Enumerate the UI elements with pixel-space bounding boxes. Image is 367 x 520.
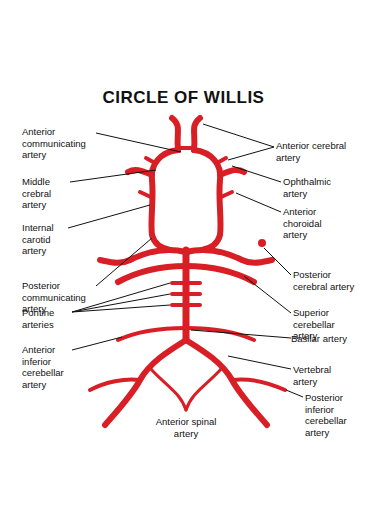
artery-label: Posterior cerebral artery [293,269,355,292]
arteries [90,118,285,425]
artery [220,170,244,175]
artery-label: Posterior inferior cerebellar artery [305,392,363,438]
artery [146,158,155,163]
artery-label: Anterior inferior cerebellar artery [22,344,80,390]
leader-line [96,133,181,152]
artery [172,118,178,150]
artery-label: Anterior communicating artery [22,126,94,161]
artery [118,328,186,340]
leader-lines [68,124,303,397]
artery-label: Basilar artery [291,333,363,345]
diagram-title: CIRCLE OF WILLIS [0,88,367,108]
artery [194,150,221,250]
artery [217,158,226,163]
artery [140,192,153,198]
artery-label: Middle crebral artery [22,176,70,211]
artery-label: Anterior choroidal artery [283,206,341,241]
leader-line [203,124,274,147]
artery [118,266,186,282]
leader-line [72,337,122,350]
artery [100,250,186,263]
leader-line [264,248,291,275]
leader-line [72,305,170,312]
leader-line [244,276,291,313]
artery [186,368,222,410]
artery-dot [258,239,266,247]
artery-label: Ophthalmic artery [283,176,353,199]
artery [219,192,232,198]
artery [90,379,140,390]
leader-line [72,283,170,312]
artery [186,250,272,263]
leader-line [228,356,291,369]
leader-line [236,193,281,212]
artery [151,150,178,250]
leader-line [228,147,274,160]
artery [150,368,186,410]
artery [232,379,285,390]
leader-line [70,170,156,182]
artery-label: Pontine arteries [22,307,72,330]
leader-line [96,238,152,286]
artery-label: Vertebral artery [293,364,355,387]
leader-line [72,294,170,312]
artery [186,266,254,282]
leader-line [232,166,281,182]
artery-label: Anterior spinal artery [151,416,221,439]
artery-label: Anterior cerebral artery [276,140,356,163]
leader-line [191,330,291,338]
leader-line [286,390,303,397]
leader-line [68,205,150,228]
artery-label: Internal carotid artery [22,222,70,257]
artery [194,118,200,150]
